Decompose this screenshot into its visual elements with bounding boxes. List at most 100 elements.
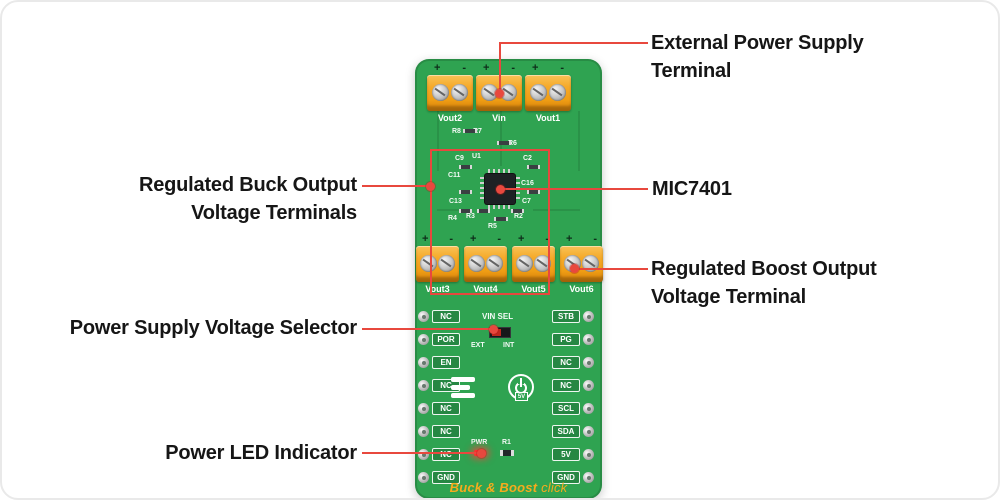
board-title-suffix: click	[541, 480, 568, 495]
screw-icon	[481, 84, 498, 101]
callout-line-power-led	[362, 452, 480, 454]
pin-label: NC	[432, 425, 460, 438]
plus-sign: +	[422, 233, 429, 245]
minus-sign: -	[497, 233, 501, 245]
plus-sign: +	[532, 62, 539, 74]
smd-component	[527, 165, 540, 169]
screw-icon	[438, 255, 455, 272]
pin-label: NC	[432, 310, 460, 323]
ext-label: EXT	[471, 342, 485, 349]
pcb-trace	[533, 209, 580, 211]
callout-power-led: Power LED Indicator	[165, 442, 357, 464]
screw-icon	[432, 84, 449, 101]
callout-line-external-power	[499, 42, 648, 44]
smd-component	[511, 209, 524, 213]
screw-icon	[534, 255, 551, 272]
callout-external-power: External Power Supply Terminal	[651, 32, 864, 82]
pin-label: SDA	[552, 425, 580, 438]
pin-label: POR	[432, 333, 460, 346]
smd-component	[459, 165, 472, 169]
smd-component	[527, 190, 540, 194]
pin-label: NC	[432, 402, 460, 415]
terminal-label: Vin	[492, 113, 506, 123]
silk-label: R2	[514, 213, 523, 220]
polarity-signs: + -	[427, 62, 473, 75]
terminal-label: Vout6	[569, 284, 594, 294]
screw-terminal-block	[427, 75, 473, 111]
pad-icon	[583, 449, 594, 460]
r1-resistor	[500, 450, 514, 456]
callout-dot-boost	[570, 264, 579, 273]
silk-label: R7	[473, 128, 482, 135]
callout-mic7401: MIC7401	[652, 178, 732, 200]
screw-terminal-block	[512, 246, 555, 282]
screw-icon	[530, 84, 547, 101]
polarity-signs: + -	[416, 233, 459, 246]
silk-label: C16	[521, 180, 534, 187]
pcb-trace	[437, 209, 469, 211]
pad-icon	[583, 403, 594, 414]
terminal-vout1: + - Vout1	[525, 62, 571, 123]
smd-component	[477, 209, 490, 213]
minus-sign: -	[449, 233, 453, 245]
chip-pins	[488, 169, 512, 173]
minus-sign: -	[560, 62, 564, 74]
polarity-signs: + -	[476, 62, 522, 75]
pad-icon	[418, 426, 429, 437]
pin-label: NC	[552, 356, 580, 369]
pad-icon	[583, 472, 594, 483]
plus-sign: +	[470, 233, 477, 245]
screw-terminal-block	[464, 246, 507, 282]
minus-sign: -	[462, 62, 466, 74]
callout-line-buck	[362, 185, 430, 187]
pcb-trace	[500, 111, 502, 166]
callout-line-mic7401	[504, 188, 648, 190]
plus-sign: +	[518, 233, 525, 245]
silk-label: C2	[523, 155, 532, 162]
callout-line-external-power	[499, 42, 501, 92]
pad-icon	[583, 311, 594, 322]
pcb-trace	[578, 111, 580, 171]
silk-label: R3	[466, 213, 475, 220]
screw-icon	[468, 255, 485, 272]
terminal-label: Vout5	[521, 284, 546, 294]
int-label: INT	[503, 342, 515, 349]
screw-icon	[451, 84, 468, 101]
pad-icon	[583, 357, 594, 368]
pin-label: STB	[552, 310, 580, 323]
silk-label: R4	[448, 215, 457, 222]
pin-label: GND	[432, 471, 460, 484]
pad-icon	[583, 426, 594, 437]
plus-sign: +	[483, 62, 490, 74]
silk-label: R5	[488, 223, 497, 230]
silk-label: R6	[508, 140, 517, 147]
pin-label: PG	[552, 333, 580, 346]
silk-label: C11	[448, 172, 461, 179]
power-5v-icon: 5V	[508, 374, 534, 401]
board-title: Buck & Boost click	[415, 480, 602, 495]
silk-label: U1	[472, 153, 481, 160]
terminal-vout4: + - Vout4	[464, 233, 507, 294]
smd-component	[494, 217, 508, 221]
polarity-signs: + -	[525, 62, 571, 75]
smd-component	[459, 209, 472, 213]
terminal-label: Vout4	[473, 284, 498, 294]
pad-icon	[418, 357, 429, 368]
silk-label: R8	[452, 128, 461, 135]
callout-dot-external-power	[495, 89, 504, 98]
screw-icon	[516, 255, 533, 272]
pin-label: EN	[432, 356, 460, 369]
vin-sel-label: VIN SEL	[482, 312, 514, 321]
pad-icon	[583, 380, 594, 391]
pin-label: NC	[552, 379, 580, 392]
pin-label: GND	[552, 471, 580, 484]
silk-label: C7	[522, 198, 531, 205]
power-5v-label: 5V	[515, 392, 528, 401]
chip-pins	[488, 205, 512, 209]
callout-dot-mic7401	[496, 185, 505, 194]
minus-sign: -	[593, 233, 597, 245]
r1-label: R1	[502, 439, 511, 446]
callout-boost: Regulated Boost Output Voltage Terminal	[651, 258, 877, 308]
pin-label: 5V	[552, 448, 580, 461]
